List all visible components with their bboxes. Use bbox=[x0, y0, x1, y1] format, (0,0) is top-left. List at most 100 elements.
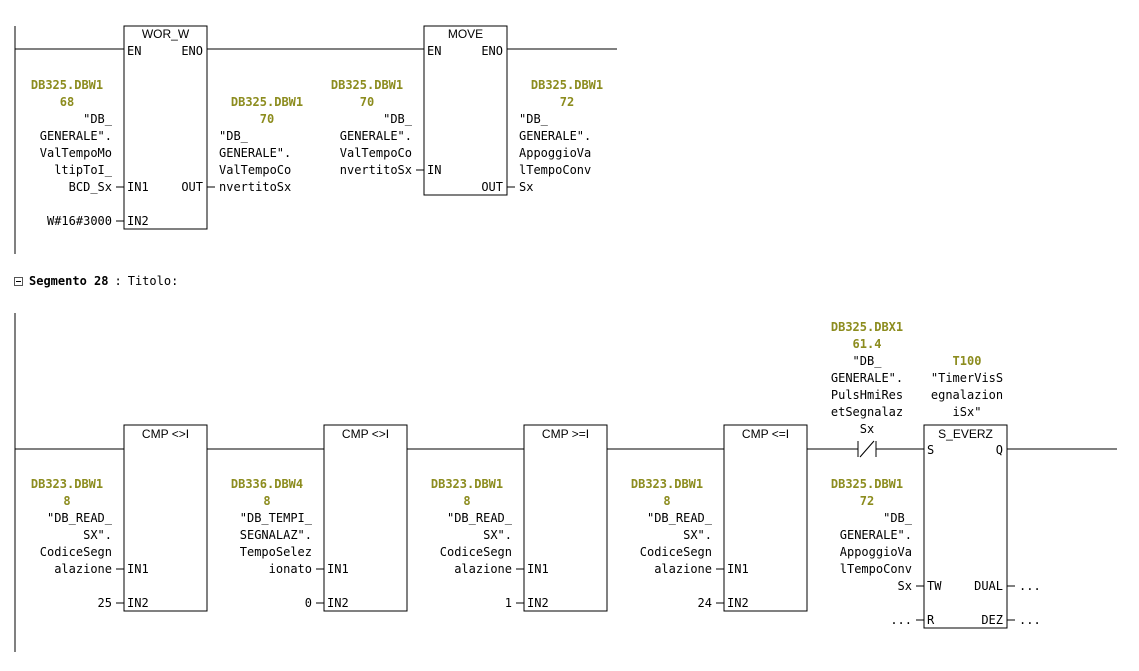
block-title: CMP <=I bbox=[742, 427, 789, 441]
pin-en: EN bbox=[127, 44, 141, 58]
svg-text:"DB_READ_: "DB_READ_ bbox=[47, 511, 113, 525]
svg-text:ValTempoCo: ValTempoCo bbox=[340, 146, 412, 160]
svg-text:DB325.DBW1: DB325.DBW1 bbox=[831, 477, 903, 491]
wor-in2-constant[interactable]: W#16#3000 bbox=[47, 214, 112, 228]
svg-text:TempoSelez: TempoSelez bbox=[240, 545, 312, 559]
pin-dual: DUAL bbox=[974, 579, 1003, 593]
cmp-in2-constant[interactable]: 1 bbox=[505, 596, 512, 610]
svg-text:alazione: alazione bbox=[54, 562, 112, 576]
pin-r: R bbox=[927, 613, 935, 627]
svg-text:T100: T100 bbox=[953, 354, 982, 368]
svg-text:72: 72 bbox=[560, 95, 574, 109]
block-title: CMP <>I bbox=[142, 427, 189, 441]
timer-operand[interactable]: T100 "TimerVisS egnalazion iSx" bbox=[931, 354, 1003, 419]
svg-text:CodiceSegn: CodiceSegn bbox=[640, 545, 712, 559]
svg-text:"DB_: "DB_ bbox=[519, 112, 549, 126]
pin-in2: IN2 bbox=[727, 596, 749, 610]
svg-text:SX".: SX". bbox=[83, 528, 112, 542]
pin-in2: IN2 bbox=[127, 596, 149, 610]
network-27: WOR_W EN ENO IN1 OUT IN2 DB325.DBW1 68 "… bbox=[14, 25, 617, 254]
cmp-in2-constant[interactable]: 25 bbox=[98, 596, 112, 610]
pin-eno: ENO bbox=[181, 44, 203, 58]
timer-dez-output[interactable]: ... bbox=[1019, 613, 1041, 627]
pin-in1: IN1 bbox=[127, 562, 149, 576]
svg-text:ltipToI_: ltipToI_ bbox=[54, 163, 113, 177]
svg-text:ValTempoCo: ValTempoCo bbox=[219, 163, 291, 177]
svg-text:nvertitoSx: nvertitoSx bbox=[219, 180, 291, 194]
svg-text:"DB_TEMPI_: "DB_TEMPI_ bbox=[240, 511, 313, 525]
wor-out-operand[interactable]: DB325.DBW1 70 "DB_ GENERALE". ValTempoCo… bbox=[219, 95, 303, 194]
block-title: S_EVERZ bbox=[938, 427, 993, 441]
move-in-operand[interactable]: DB325.DBW1 70 "DB_ GENERALE". ValTempoCo… bbox=[331, 78, 413, 177]
cmp-in1-operand[interactable]: DB323.DBW18"DB_READ_SX".CodiceSegnalazio… bbox=[431, 477, 513, 576]
pin-in1: IN1 bbox=[127, 180, 149, 194]
svg-text:GENERALE".: GENERALE". bbox=[840, 528, 912, 542]
svg-text:"TimerVisS: "TimerVisS bbox=[931, 371, 1003, 385]
timer-r-operand[interactable]: ... bbox=[890, 613, 912, 627]
svg-text:"DB_: "DB_ bbox=[853, 354, 883, 368]
pin-tw: TW bbox=[927, 579, 942, 593]
cmp-in2-constant[interactable]: 24 bbox=[698, 596, 712, 610]
svg-text:GENERALE".: GENERALE". bbox=[519, 129, 591, 143]
collapse-toggle-icon[interactable] bbox=[14, 276, 23, 286]
pin-en: EN bbox=[427, 44, 441, 58]
pin-out: OUT bbox=[181, 180, 203, 194]
wor-in1-operand[interactable]: DB325.DBW1 68 "DB_ GENERALE". ValTempoMo… bbox=[31, 78, 113, 194]
pin-q: Q bbox=[996, 443, 1003, 457]
svg-text:70: 70 bbox=[260, 112, 274, 126]
segment-separator: : bbox=[114, 274, 122, 288]
nc-contact[interactable] bbox=[857, 440, 877, 458]
move-block[interactable]: MOVE EN ENO IN OUT bbox=[423, 25, 508, 196]
svg-text:72: 72 bbox=[860, 494, 874, 508]
cmp-in1-operand[interactable]: DB323.DBW18"DB_READ_SX".CodiceSegnalazio… bbox=[631, 477, 713, 576]
pin-in2: IN2 bbox=[527, 596, 549, 610]
svg-text:GENERALE".: GENERALE". bbox=[219, 146, 291, 160]
svg-text:DB323.DBW1: DB323.DBW1 bbox=[31, 477, 103, 491]
pin-out: OUT bbox=[481, 180, 503, 194]
svg-text:"DB_READ_: "DB_READ_ bbox=[447, 511, 513, 525]
move-out-operand[interactable]: DB325.DBW1 72 "DB_ GENERALE". AppoggioVa… bbox=[519, 78, 603, 194]
pin-in: IN bbox=[427, 163, 441, 177]
svg-text:DB325.DBW1: DB325.DBW1 bbox=[231, 95, 303, 109]
pin-in2: IN2 bbox=[127, 214, 149, 228]
timer-tw-operand[interactable]: DB325.DBW1 72 "DB_ GENERALE". AppoggioVa… bbox=[831, 477, 913, 593]
svg-text:DB323.DBW1: DB323.DBW1 bbox=[631, 477, 703, 491]
block-title: WOR_W bbox=[142, 27, 190, 41]
svg-text:lTempoConv: lTempoConv bbox=[519, 163, 591, 177]
s-everz-block[interactable]: S_EVERZ S Q TW DUAL R DEZ bbox=[923, 424, 1008, 629]
svg-text:PulsHmiRes: PulsHmiRes bbox=[831, 388, 903, 402]
svg-text:8: 8 bbox=[463, 494, 470, 508]
segment-header: Segmento 28 : Titolo: bbox=[14, 274, 178, 288]
svg-text:"DB_: "DB_ bbox=[883, 511, 913, 525]
svg-text:Sx: Sx bbox=[519, 180, 533, 194]
svg-text:DB323.DBW1: DB323.DBW1 bbox=[431, 477, 503, 491]
svg-text:alazione: alazione bbox=[454, 562, 512, 576]
segment-label: Segmento 28 bbox=[29, 274, 109, 288]
timer-dual-output[interactable]: ... bbox=[1019, 579, 1041, 593]
svg-text:DB325.DBX1: DB325.DBX1 bbox=[831, 320, 903, 334]
svg-text:61.4: 61.4 bbox=[853, 337, 882, 351]
cmp-in2-constant[interactable]: 0 bbox=[305, 596, 312, 610]
wor-w-block[interactable]: WOR_W EN ENO IN1 OUT IN2 bbox=[123, 25, 208, 230]
pin-s: S bbox=[927, 443, 934, 457]
pin-in2: IN2 bbox=[327, 596, 349, 610]
svg-text:nvertitoSx: nvertitoSx bbox=[340, 163, 412, 177]
pin-in1: IN1 bbox=[527, 562, 549, 576]
block-title: CMP >=I bbox=[542, 427, 589, 441]
cmp-in1-operand[interactable]: DB336.DBW48"DB_TEMPI_SEGNALAZ".TempoSele… bbox=[231, 477, 313, 576]
svg-text:BCD_Sx: BCD_Sx bbox=[69, 180, 112, 194]
contact-operand[interactable]: DB325.DBX1 61.4 "DB_ GENERALE". PulsHmiR… bbox=[831, 320, 903, 436]
svg-text:GENERALE".: GENERALE". bbox=[340, 129, 412, 143]
svg-text:AppoggioVa: AppoggioVa bbox=[519, 146, 591, 160]
svg-text:iSx": iSx" bbox=[953, 405, 982, 419]
segment-title[interactable]: Titolo: bbox=[127, 274, 179, 288]
block-title: CMP <>I bbox=[342, 427, 389, 441]
svg-text:8: 8 bbox=[263, 494, 270, 508]
cmp-in1-operand[interactable]: DB323.DBW18"DB_READ_SX".CodiceSegnalazio… bbox=[31, 477, 113, 576]
svg-text:egnalazion: egnalazion bbox=[931, 388, 1003, 402]
